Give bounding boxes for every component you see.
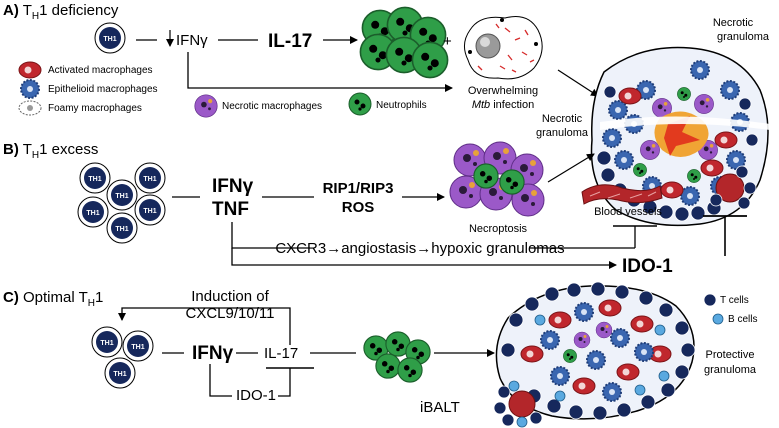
arrow-ifng-infection — [187, 52, 453, 92]
ibalt-label: iBALT — [420, 399, 460, 416]
necrotic-macrophage-icon — [194, 94, 218, 118]
vessel-cluster-right — [709, 165, 757, 210]
rip-label: RIP1/RIP3 — [323, 180, 394, 197]
necrotic-granuloma-label-b2: granuloma — [536, 127, 589, 139]
epithelioid-macrophage-icon — [20, 79, 40, 99]
svg-text:Necrotic macrophages: Necrotic macrophages — [222, 101, 322, 112]
panel-c-title: C) Optimal TH1 — [3, 289, 103, 309]
ros-label: ROS — [342, 199, 375, 216]
legend-foamy: Foamy macrophages — [18, 100, 142, 116]
svg-text:Foamy macrophages: Foamy macrophages — [48, 103, 142, 114]
blood-vessels-label: Blood vessels — [594, 206, 662, 218]
necrotic-granuloma-label-b1: Necrotic — [542, 113, 583, 125]
ifng-c: IFNγ — [192, 343, 234, 364]
svg-text:Activated macrophages: Activated macrophages — [48, 65, 153, 76]
protective-label-2: granuloma — [704, 364, 757, 376]
infected-macrophage — [464, 16, 543, 80]
legend-necrotic: Necrotic macrophages — [194, 94, 322, 118]
th1-cell-cluster-b — [77, 162, 166, 244]
necroptosis-cluster — [449, 141, 545, 217]
activated-macrophage-icon — [18, 61, 42, 79]
arrow-to-granuloma-b — [547, 153, 595, 183]
svg-text:B cells: B cells — [728, 314, 757, 325]
protective-label-1: Protective — [706, 349, 755, 361]
necrotic-granuloma-label-top: Necrotic — [713, 17, 754, 29]
cxcr3-pathway: CXCR3→angiostasis→hypoxic granulomas — [275, 240, 564, 257]
il17-c: IL-17 — [264, 345, 298, 362]
ibalt-graphic — [493, 380, 543, 428]
ifng-b: IFNγ — [212, 176, 254, 197]
infection-line2: Mtb infection — [472, 99, 534, 111]
legend-b-cells: B cells — [712, 313, 757, 325]
svg-text:Epithelioid macrophages: Epithelioid macrophages — [48, 84, 158, 95]
legend-epithelioid: Epithelioid macrophages — [20, 79, 158, 99]
blood-vessels-graphic — [581, 184, 663, 205]
ifng-a: IFNγ — [176, 32, 208, 49]
il17-a: IL-17 — [268, 31, 312, 52]
arrow-to-granuloma-a — [557, 69, 599, 97]
ido-b: IDO-1 — [622, 256, 673, 277]
induction-line2: CXCL9/10/11 — [186, 305, 275, 322]
neutrophil-cluster-c — [363, 331, 431, 383]
legend-t-cells: T cells — [703, 293, 749, 307]
neutrophil-cluster-a — [359, 6, 449, 79]
necroptosis-label: Necroptosis — [469, 223, 528, 235]
legend-neutrophils: Neutrophils — [348, 92, 427, 116]
infection-line1: Overwhelming — [468, 85, 538, 97]
th1-cell-a — [94, 22, 126, 54]
neutrophil-icon — [348, 92, 372, 116]
induction-line1: Induction of — [191, 288, 269, 305]
foamy-macrophage-icon — [18, 100, 42, 116]
legend-activated: Activated macrophages — [18, 61, 153, 79]
line-c-ido-in — [209, 364, 232, 397]
protective-granuloma-graphic — [495, 281, 696, 421]
ido-c: IDO-1 — [236, 387, 276, 404]
panel-a-title: A) TH1 deficiency — [3, 2, 119, 22]
svg-text:Neutrophils: Neutrophils — [376, 100, 427, 111]
tnf-b: TNF — [212, 199, 249, 220]
necrotic-granuloma-label-top-2: granuloma — [717, 31, 770, 43]
th1-cell-cluster-c — [91, 326, 154, 389]
line-c-ido-out — [278, 368, 291, 397]
arrow-induction — [118, 307, 291, 345]
svg-text:T cells: T cells — [720, 295, 749, 306]
panel-b-title: B) TH1 excess — [3, 141, 98, 161]
arrow-to-ido — [231, 248, 617, 269]
plus-sign: + — [443, 33, 452, 50]
